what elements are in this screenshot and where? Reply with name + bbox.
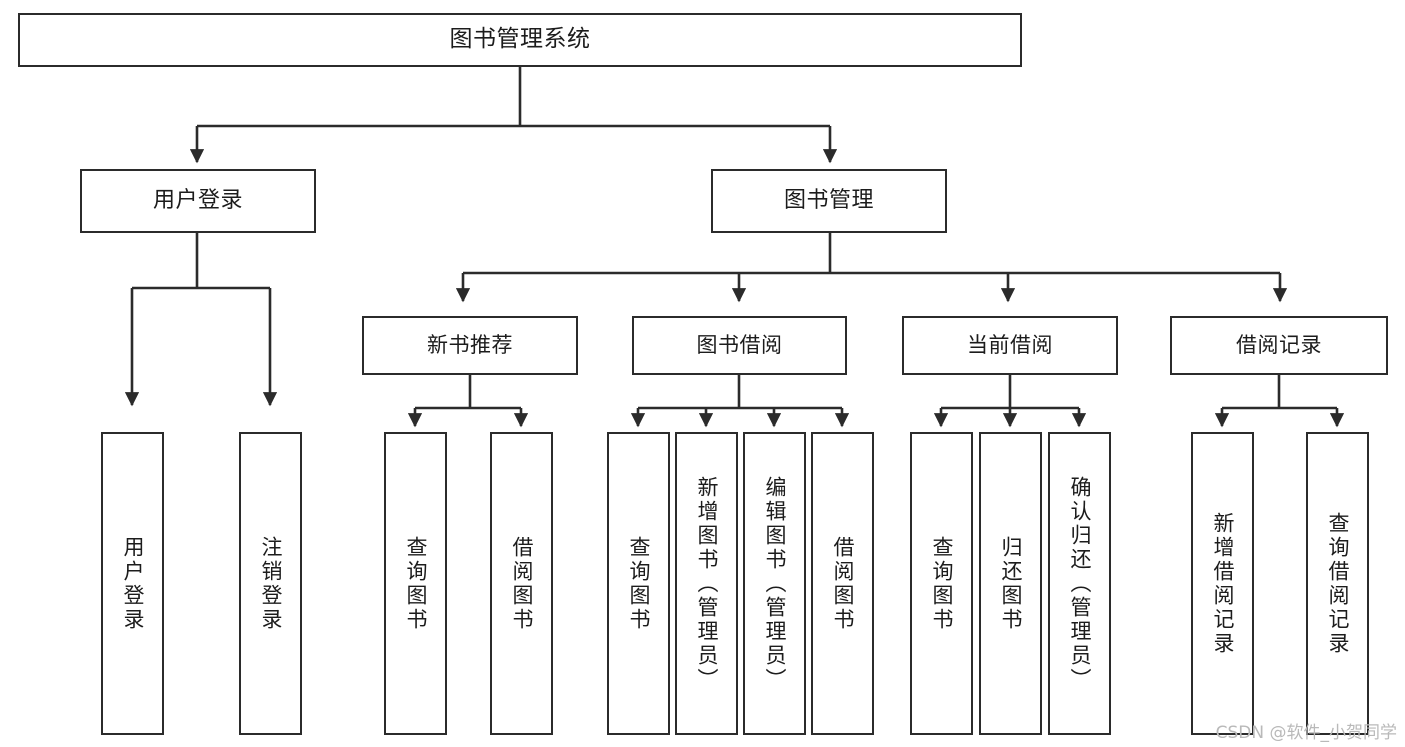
- node-leaf-query-record[interactable]: 查询借阅记录: [1306, 432, 1369, 735]
- node-leaf-user-login[interactable]: 用户登录: [101, 432, 164, 735]
- node-leaf-query-book-2-label: 查询图书: [627, 535, 651, 632]
- node-current-borrow-label: 当前借阅: [967, 333, 1053, 358]
- node-leaf-borrow-book-1[interactable]: 借阅图书: [490, 432, 553, 735]
- node-leaf-logout-login-label: 注销登录: [259, 535, 283, 632]
- node-leaf-query-book-3[interactable]: 查询图书: [910, 432, 973, 735]
- node-book-borrow[interactable]: 图书借阅: [632, 316, 847, 375]
- node-leaf-confirm-return[interactable]: 确认归还（管理员）: [1048, 432, 1111, 735]
- node-leaf-user-login-label: 用户登录: [121, 535, 145, 632]
- node-leaf-return-book[interactable]: 归还图书: [979, 432, 1042, 735]
- node-leaf-edit-book[interactable]: 编辑图书（管理员）: [743, 432, 806, 735]
- node-leaf-borrow-book-2[interactable]: 借阅图书: [811, 432, 874, 735]
- node-leaf-query-record-label: 查询借阅记录: [1326, 511, 1350, 656]
- node-leaf-add-record-label: 新增借阅记录: [1211, 511, 1235, 656]
- node-root[interactable]: 图书管理系统: [18, 13, 1022, 67]
- node-leaf-borrow-book-2-label: 借阅图书: [831, 535, 855, 632]
- node-new-book-recommend-label: 新书推荐: [427, 333, 513, 358]
- node-leaf-query-book-1[interactable]: 查询图书: [384, 432, 447, 735]
- node-root-label: 图书管理系统: [449, 26, 591, 53]
- node-user-login[interactable]: 用户登录: [80, 169, 316, 233]
- node-leaf-add-book-label: 新增图书（管理员）: [695, 475, 719, 692]
- csdn-watermark: CSDN @软件_小贺同学: [1215, 723, 1397, 743]
- node-borrow-record-label: 借阅记录: [1236, 333, 1322, 358]
- node-book-manage[interactable]: 图书管理: [711, 169, 947, 233]
- node-leaf-query-book-1-label: 查询图书: [404, 535, 428, 632]
- node-leaf-logout-login[interactable]: 注销登录: [239, 432, 302, 735]
- node-user-login-label: 用户登录: [152, 188, 243, 214]
- node-leaf-query-book-3-label: 查询图书: [930, 535, 954, 632]
- node-current-borrow[interactable]: 当前借阅: [902, 316, 1118, 375]
- node-leaf-borrow-book-1-label: 借阅图书: [510, 535, 534, 632]
- node-borrow-record[interactable]: 借阅记录: [1170, 316, 1388, 375]
- node-new-book-recommend[interactable]: 新书推荐: [362, 316, 578, 375]
- node-leaf-confirm-return-label: 确认归还（管理员）: [1068, 475, 1092, 692]
- node-leaf-edit-book-label: 编辑图书（管理员）: [763, 475, 787, 692]
- node-book-manage-label: 图书管理: [783, 188, 874, 214]
- node-leaf-query-book-2[interactable]: 查询图书: [607, 432, 670, 735]
- node-leaf-add-book[interactable]: 新增图书（管理员）: [675, 432, 738, 735]
- node-leaf-add-record[interactable]: 新增借阅记录: [1191, 432, 1254, 735]
- node-leaf-return-book-label: 归还图书: [999, 535, 1023, 632]
- node-book-borrow-label: 图书借阅: [696, 333, 783, 358]
